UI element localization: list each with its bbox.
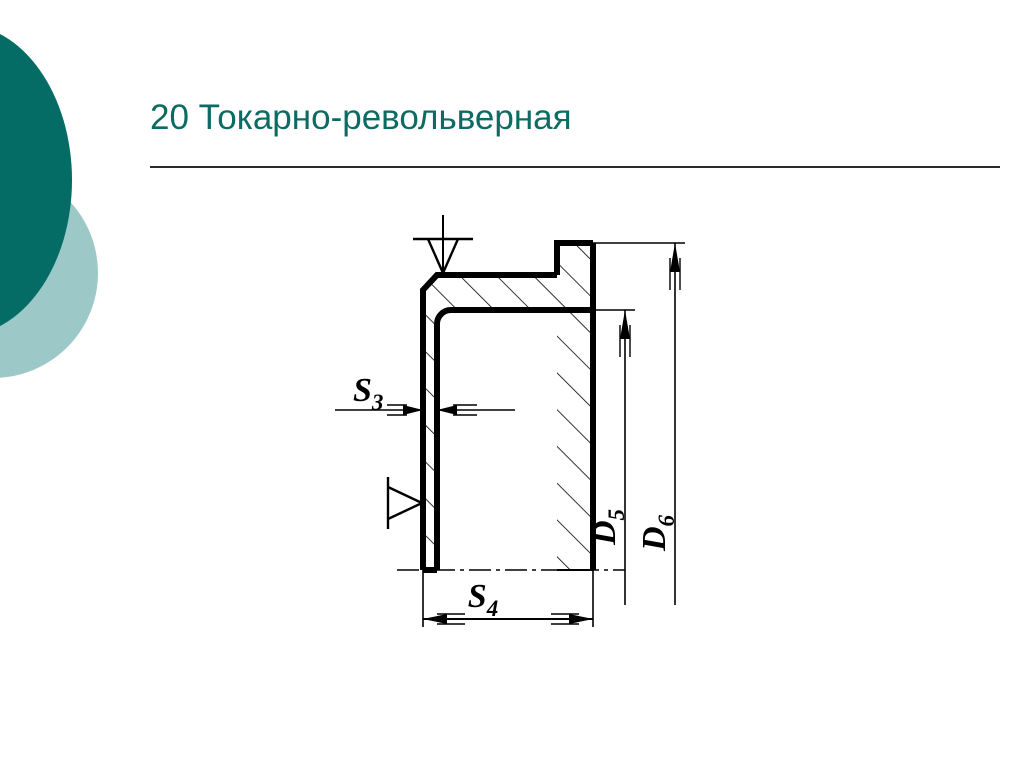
dimension-label-s4: S4 [468, 578, 498, 621]
section-hatching [423, 243, 593, 570]
title-divider [150, 166, 1000, 168]
dimension-d6 [593, 242, 685, 605]
outline-step-top [554, 240, 593, 275]
page-title: 20 Токарно-револьверная [150, 98, 572, 137]
part-cross-section-svg: S3 S4 [335, 215, 685, 627]
roughness-symbol-top [413, 215, 473, 276]
dimension-label-s3: S3 [353, 372, 383, 415]
dimension-label-d5: D5 [586, 509, 629, 546]
technical-drawing: S3 S4 [325, 215, 725, 655]
dimension-s3 [335, 404, 515, 416]
dimension-d5 [593, 309, 635, 605]
dimension-s4 [422, 570, 594, 627]
dimension-label-d6: D6 [636, 514, 679, 552]
outline-left-wall [420, 272, 557, 570]
outline-inner-bore [434, 307, 593, 570]
roughness-symbol-left [386, 477, 425, 529]
